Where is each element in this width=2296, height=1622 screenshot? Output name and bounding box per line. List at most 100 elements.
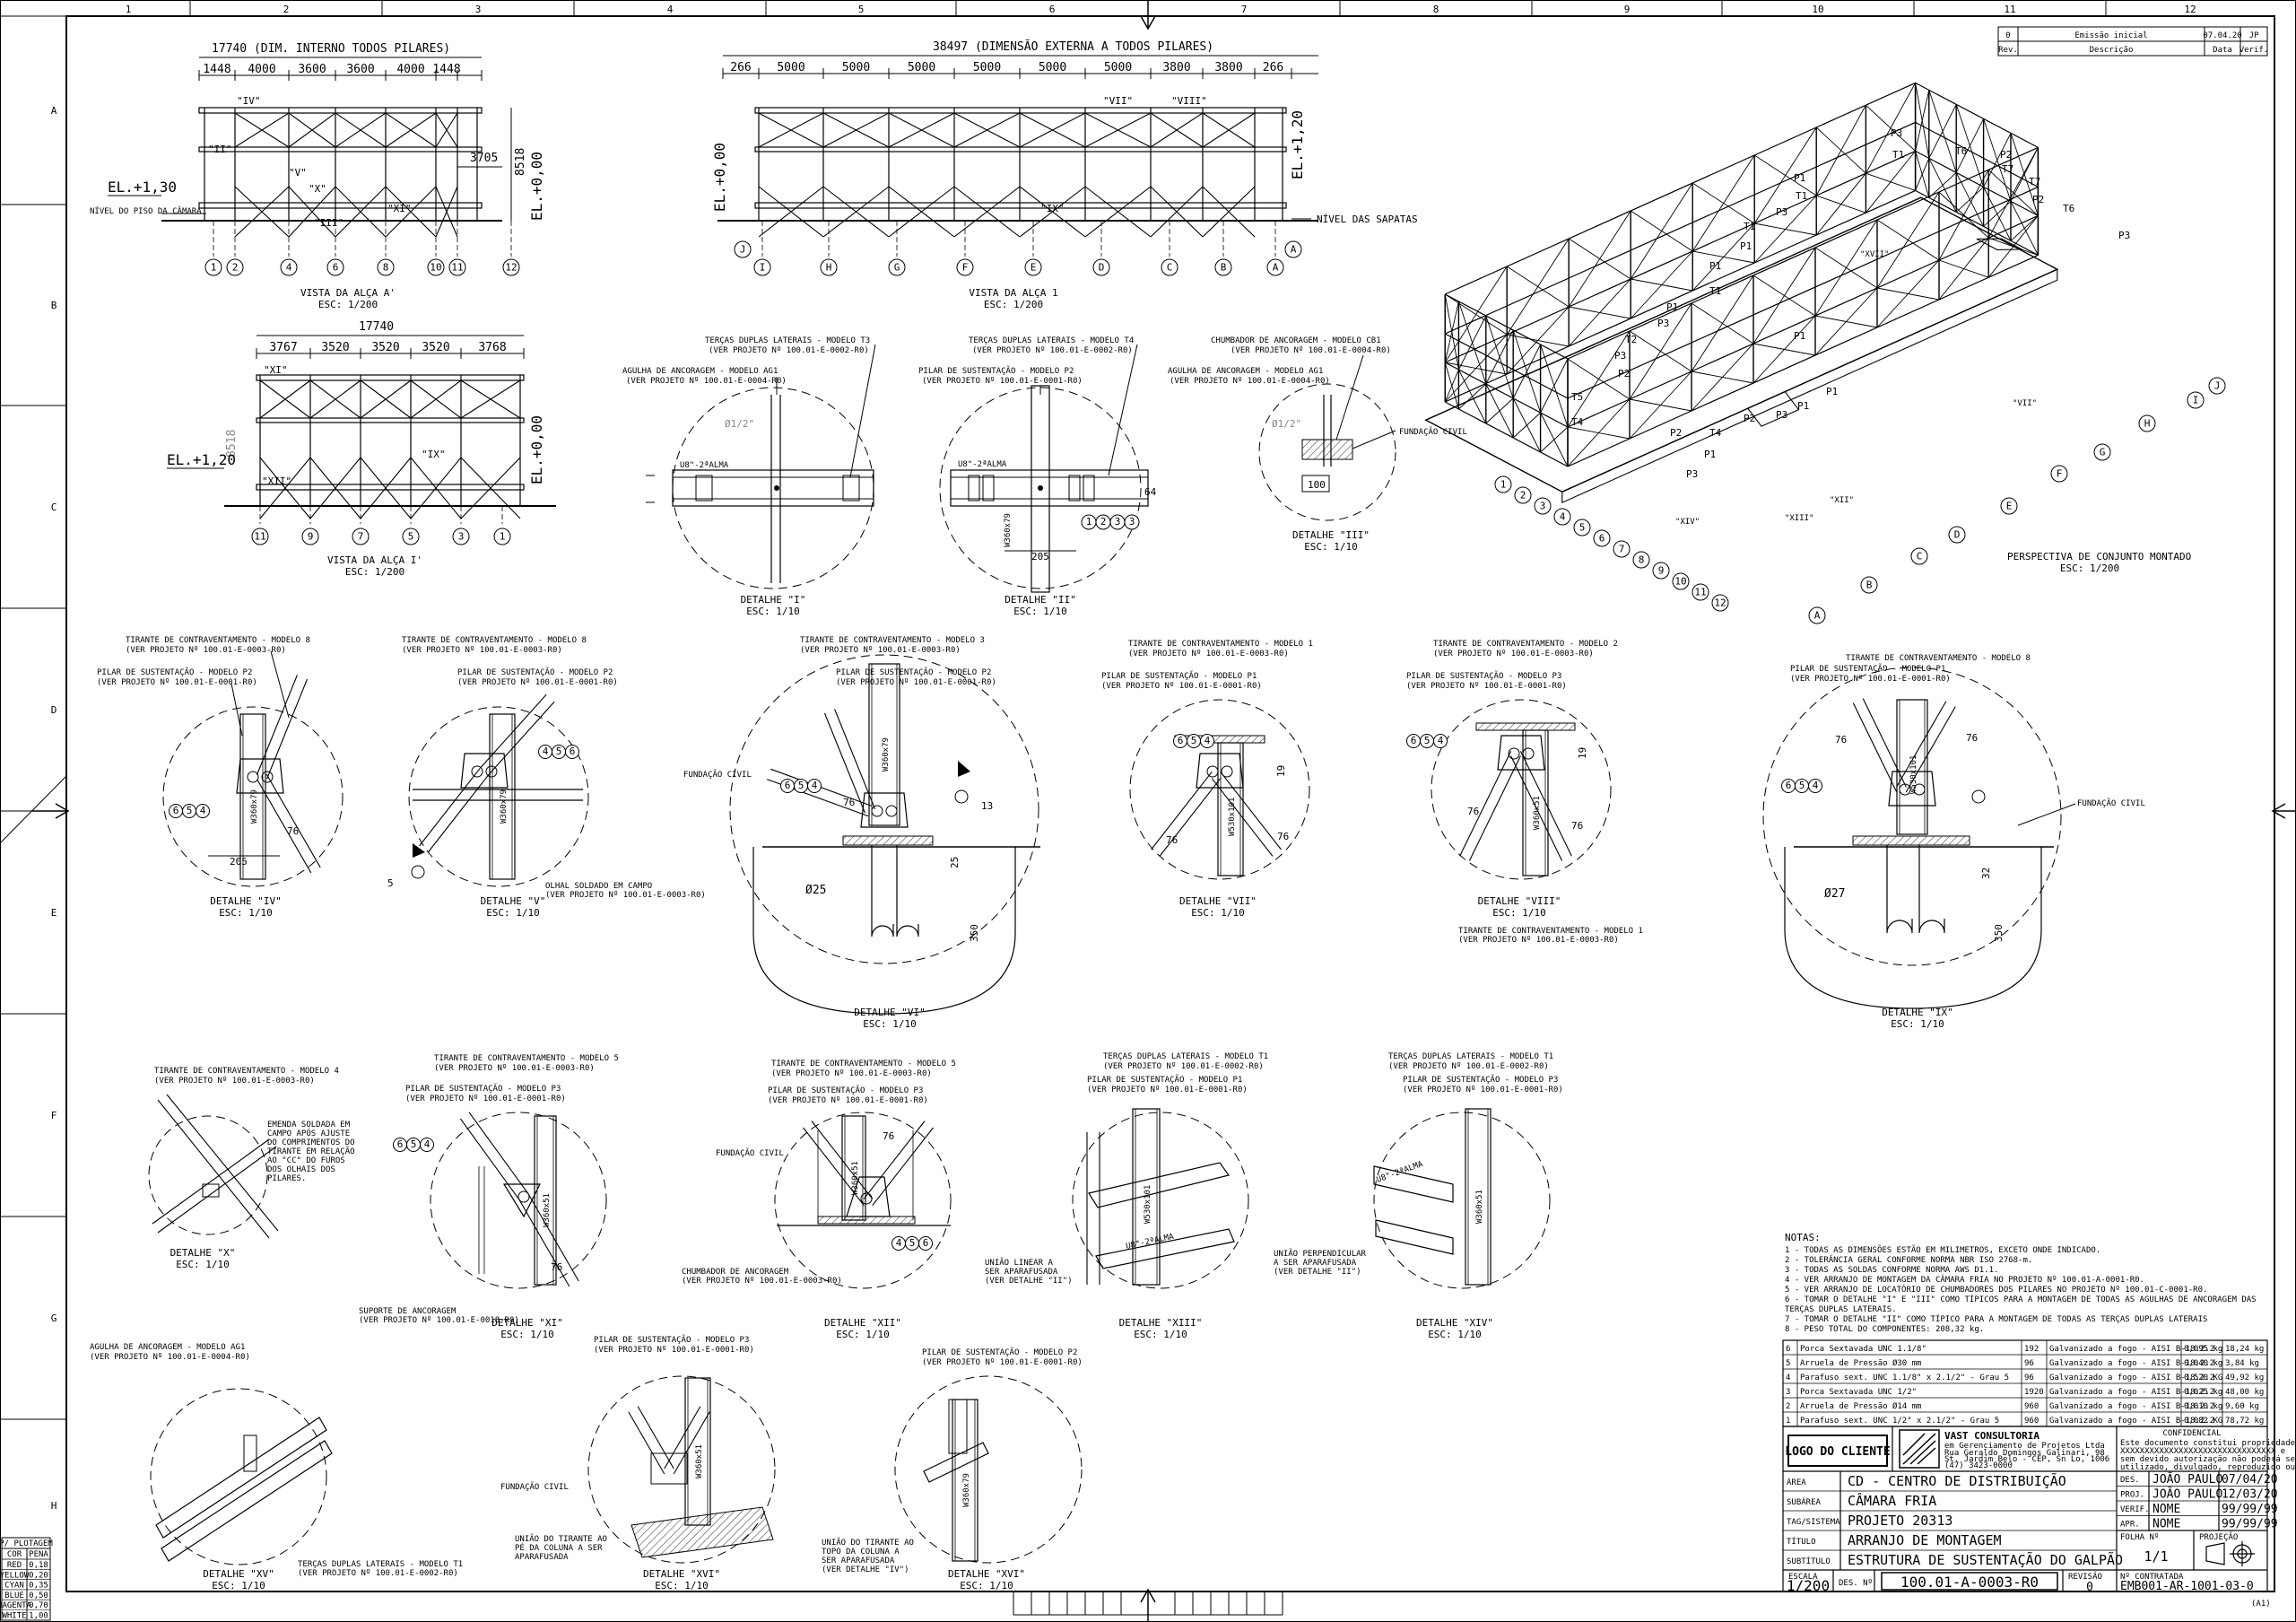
callout: SER APARAFUSADA bbox=[822, 1557, 895, 1565]
dimension: 3767 bbox=[269, 341, 297, 354]
axis-label: 10 bbox=[1674, 576, 1686, 588]
axis-label: H bbox=[826, 262, 832, 274]
callout: TIRANTE DE CONTRAVENTAMENTO - MODELO 1 bbox=[1128, 640, 1313, 649]
axis-bubble: B bbox=[1860, 576, 1878, 594]
callout: OLHAL SOLDADO EM CAMPO bbox=[545, 882, 652, 891]
axis-label: 4 bbox=[1560, 511, 1566, 523]
axis-bubble: 3 bbox=[452, 528, 470, 545]
callout: PILAR DE SUSTENTAÇÃO - MODELO P3 bbox=[405, 1084, 561, 1094]
callout: (VER PROJETO Nº 100.01-E-0003-R0) bbox=[154, 1077, 315, 1086]
callout: (VER PROJETO Nº 100.01-E-0003-R0) bbox=[402, 646, 562, 655]
contract-value: EMB001-AR-1001-03-0 bbox=[2120, 1580, 2254, 1593]
axis-label: 5 bbox=[187, 805, 193, 816]
detail-title: DETALHE "III" bbox=[1292, 529, 1370, 541]
callout: (VER PROJETO Nº 100.01-E-0018-R0) bbox=[359, 1316, 519, 1325]
bom-cell: Arruela de Pressão Ø14 mm bbox=[1800, 1401, 1921, 1411]
dimension: 4000 bbox=[248, 63, 275, 76]
bom-cell: 2 bbox=[1786, 1402, 1790, 1411]
dimension: 3705 bbox=[470, 152, 498, 165]
bom-cell: Galvanizado a fogo - AISI B-18.2.2 bbox=[2049, 1388, 2214, 1397]
view-scale: ESC: 1/200 bbox=[984, 299, 1043, 310]
bom-cell: 96 bbox=[2024, 1373, 2034, 1382]
axis-bubble: E bbox=[1024, 258, 1042, 276]
member-tag: P1 bbox=[1794, 330, 1805, 342]
detail-i: Ø1/2" U8"-2ªALMA TERÇAS DUPLAS LATERAIS … bbox=[622, 336, 876, 617]
sheet-value: 1/1 bbox=[2144, 1548, 2168, 1565]
axis-bubble: 5 bbox=[182, 804, 196, 818]
callout: APARAFUSADA bbox=[515, 1553, 569, 1562]
callout: (VER PROJETO Nº 100.01-E-0004-R0) bbox=[90, 1353, 250, 1362]
pen-colour: YELLOW bbox=[0, 1571, 30, 1580]
axis-label: 7 bbox=[358, 531, 364, 543]
callout: (VER PROJETO Nº 100.01-E-0001-R0) bbox=[1087, 1086, 1248, 1094]
axis-label: I bbox=[2193, 395, 2199, 406]
detail-title: DETALHE "I" bbox=[741, 594, 806, 606]
el-label: EL.+0,00 bbox=[711, 143, 728, 212]
pen-width: 0,35 bbox=[29, 1582, 48, 1591]
pen-heading: P/ PLOTAGEM bbox=[0, 1539, 53, 1548]
callout: TIRANTE DE CONTRAVENTAMENTO - MODELO 8 bbox=[1846, 654, 2031, 663]
bom-cell: 3,84 kg bbox=[2225, 1359, 2259, 1368]
axis-label: B bbox=[1866, 580, 1873, 591]
callout: (VER PROJETO Nº 100.01-E-0003-R0) bbox=[1433, 650, 1594, 658]
profile-label: W360x79 bbox=[882, 737, 891, 772]
dim-label: 350 bbox=[1993, 924, 2005, 942]
member-tag: T1 bbox=[1709, 285, 1721, 297]
note-line: 2 - TOLERÂNCIA GERAL CONFORME NORMA NBR … bbox=[1785, 1254, 2032, 1265]
axis-bubble: 6 bbox=[780, 779, 795, 793]
callout: (VER DETALHE "II") bbox=[1274, 1268, 1361, 1277]
axis-label: A bbox=[1291, 244, 1297, 256]
member-tag: P2 bbox=[2032, 194, 2044, 205]
callout: (VER PROJETO Nº 100.01-E-0003-R0) bbox=[682, 1277, 842, 1286]
dim-label: 100 bbox=[1308, 479, 1326, 491]
callout: PILAR DE SUSTENTAÇÃO - MODELO P2 bbox=[457, 667, 613, 677]
callout: PILAR DE SUSTENTAÇÃO - MODELO P3 bbox=[1406, 671, 1561, 681]
revision-table: 0 Emissão inicial 07.04.20 JP Rev. Descr… bbox=[1997, 26, 2268, 57]
elevation-one: 38497 (DIMENSÃO EXTERNA A TODOS PILARES)… bbox=[711, 39, 1418, 310]
dim-label: 76 bbox=[1835, 734, 1847, 746]
grid-column-label: 5 bbox=[858, 4, 865, 15]
detail-scale: ESC: 1/10 bbox=[655, 1580, 709, 1591]
rev-header-rev: Rev. bbox=[1998, 46, 2018, 55]
callout: (VER PROJETO Nº 100.01-E-0003-R0) bbox=[771, 1069, 932, 1078]
grid-row-label: E bbox=[51, 907, 57, 919]
callout: FUNDAÇÃO CIVIL bbox=[683, 770, 752, 780]
axis-bubble: 4 bbox=[1200, 734, 1214, 748]
axis-label: G bbox=[894, 262, 900, 274]
view-scale: ESC: 1/200 bbox=[2060, 562, 2119, 574]
dimension: 5000 bbox=[1104, 61, 1132, 74]
dim-label: 76 bbox=[1467, 806, 1479, 817]
callout: TOPO DA COLUNA A bbox=[822, 1548, 900, 1557]
axis-bubble: J bbox=[2208, 377, 2226, 395]
client-logo: LOGO DO CLIENTE bbox=[1785, 1445, 1890, 1459]
axis-label: 2 bbox=[232, 262, 239, 274]
callout: (VER PROJETO Nº 100.01-E-0003-R0) bbox=[545, 891, 706, 900]
bom-cell: 78,72 kg bbox=[2225, 1417, 2264, 1426]
bom-cell: 48,00 kg bbox=[2225, 1388, 2264, 1397]
bom-cell: Galvanizado a fogo - AISI B-18.2.2 bbox=[2049, 1402, 2214, 1411]
bom-cell: 192 bbox=[2024, 1345, 2039, 1354]
detail-title: DETALHE "XV" bbox=[203, 1568, 274, 1580]
bom-cell: 49,92 kg bbox=[2225, 1373, 2264, 1382]
detail-scale: ESC: 1/10 bbox=[212, 1580, 265, 1591]
bom-cell: Galvanizado a fogo - AISI B-18.2.2 bbox=[2049, 1345, 2214, 1354]
axis-label: 3 bbox=[1129, 516, 1135, 528]
detail-scale: ESC: 1/10 bbox=[1191, 907, 1245, 919]
axis-bubble: 9 bbox=[301, 528, 319, 545]
grid-column-label: 4 bbox=[667, 4, 674, 15]
callout: (VER PROJETO Nº 100.01-E-0001-R0) bbox=[922, 377, 1083, 386]
elevation-a-prime: EL.+1,30 NÍVEL DO PISO DA CÂMARA EL.+0,0… bbox=[90, 42, 545, 310]
axis-bubble: 6 bbox=[393, 1138, 407, 1152]
callout: (VER PROJETO Nº 100.01-E-0001-R0) bbox=[457, 678, 618, 687]
note-line: 6 - TOMAR O DETALHE "I" E "III" COMO TÍP… bbox=[1785, 1294, 2257, 1304]
dim-label: W360x79 bbox=[1004, 513, 1013, 547]
axis-label: 9 bbox=[1658, 565, 1665, 577]
axis-bubble: 4 bbox=[420, 1138, 434, 1152]
callout: (VER PROJETO Nº 100.01-E-0002-R0) bbox=[1103, 1062, 1264, 1071]
axis-label: 6 bbox=[1411, 735, 1417, 746]
callout: AO "CC" DO FUROS bbox=[267, 1156, 345, 1165]
note-line: 5 - VER ARRANJO DE LOCATÓRIO DE CHUMBADO… bbox=[1785, 1284, 2207, 1295]
